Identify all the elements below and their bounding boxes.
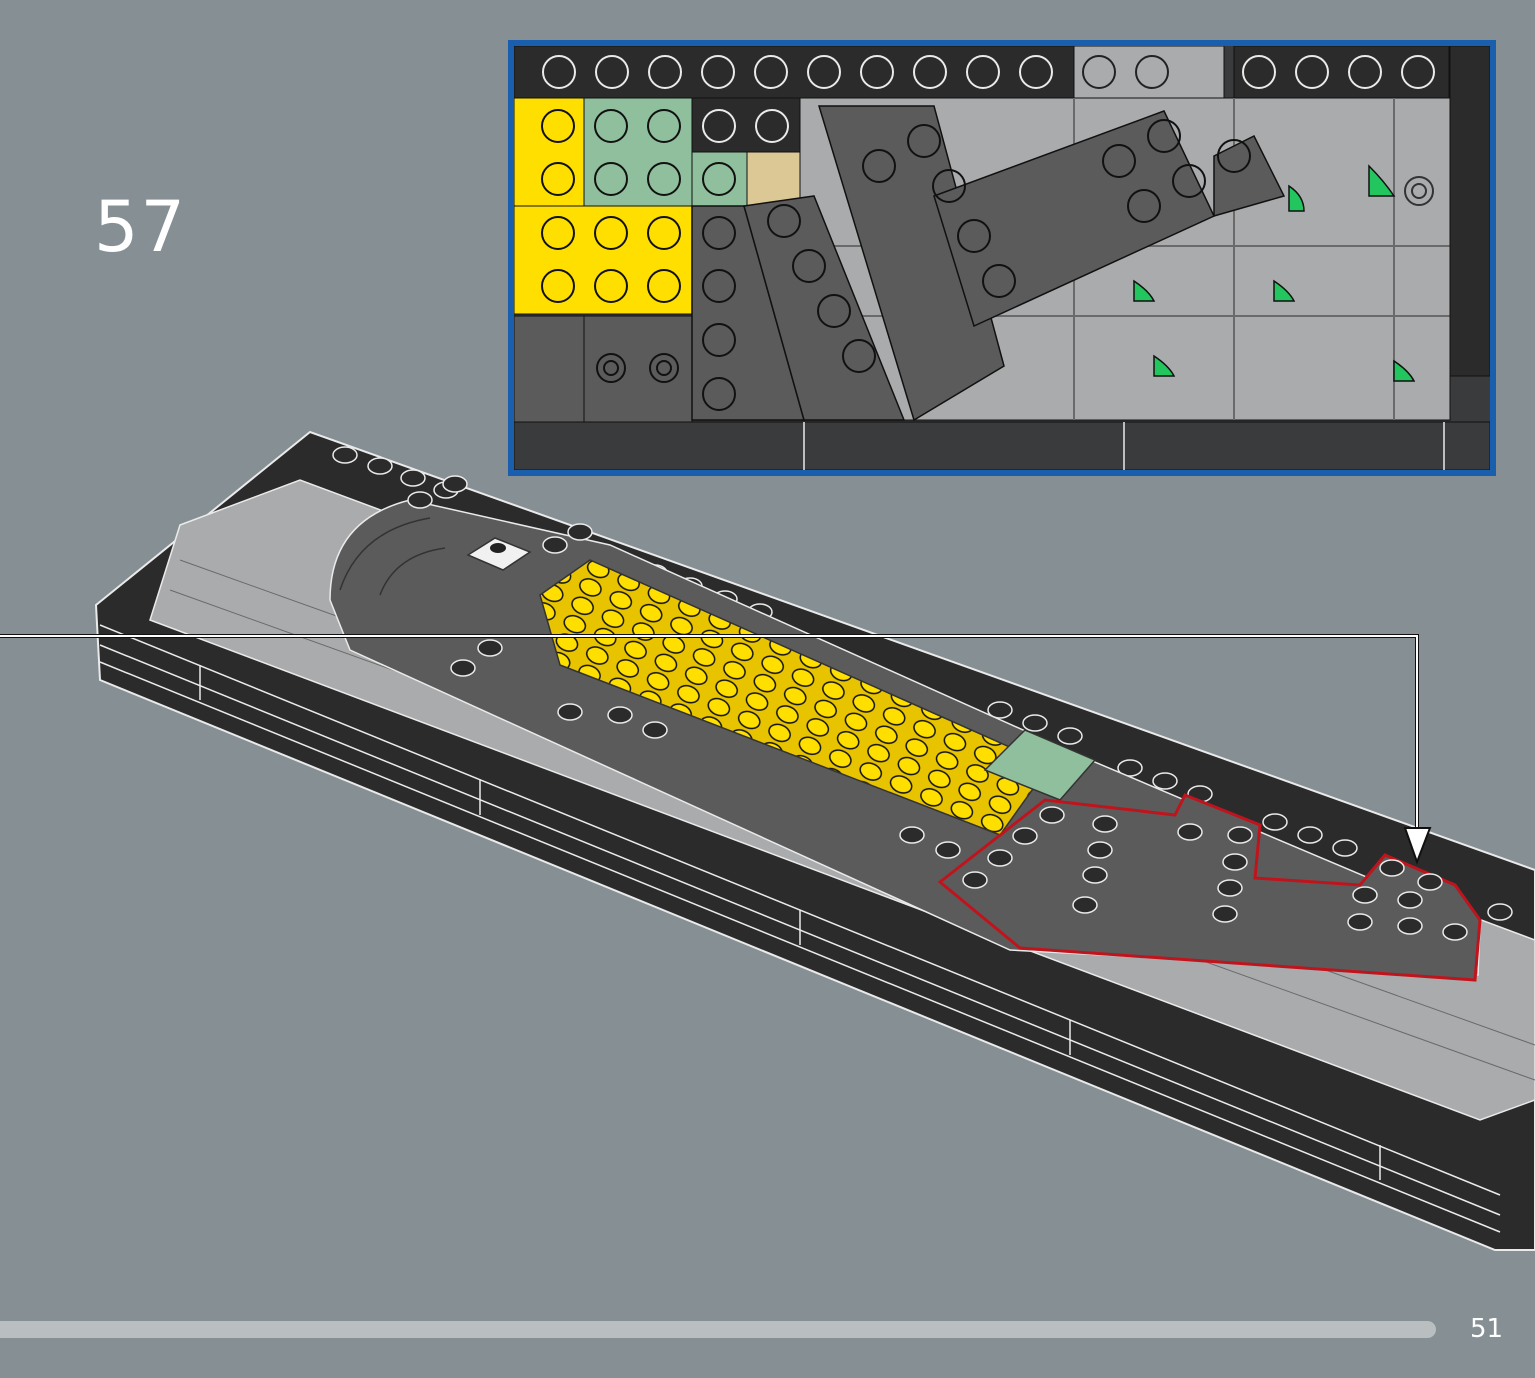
sand-green-plate: [983, 729, 1097, 801]
page-number: 51: [1470, 1314, 1504, 1344]
highlighted-new-part: [937, 793, 1482, 982]
dark-studs: [407, 475, 961, 859]
callout-zoom-panel: [508, 40, 1496, 476]
white-plate: [466, 537, 532, 571]
progress-bar: [0, 1321, 1436, 1338]
yellow-plate: [539, 559, 1052, 836]
step-number: 57: [94, 186, 188, 268]
callout-detail: [514, 46, 1490, 470]
